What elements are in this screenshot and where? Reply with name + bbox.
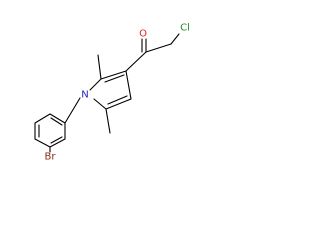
bond-ring-c3-c4 [49, 138, 66, 148]
bond-c5-methyl [105, 108, 111, 134]
bond-c4-c5 [105, 98, 132, 110]
chemical-structure-diagram: Br N O Cl [34, 23, 190, 163]
atom-label-o: O [139, 29, 147, 40]
atom-label-n: N [81, 90, 88, 101]
bond-c3-carbonyl [125, 51, 147, 72]
bond-n-phenyl [64, 97, 81, 124]
bond-c4-c5-inner [107, 95, 128, 105]
bond-ring-c5-c6 [49, 113, 66, 124]
atom-label-br: Br [45, 152, 57, 163]
bond-ring-c2-c3 [34, 138, 51, 148]
bond-ring-c6-c1 [34, 113, 51, 124]
bond-c2-c3-inner [104, 74, 125, 83]
bond-n-c2 [89, 78, 102, 91]
pyrrole-ring [89, 70, 132, 110]
bond-ring-c3-c4-inner [50, 136, 63, 144]
bond-c3-c4 [125, 70, 132, 100]
bond-carbonyl-ch2 [145, 43, 172, 53]
bond-c2-c3 [100, 70, 127, 80]
atom-label-cl: Cl [180, 23, 190, 34]
bond-c5-n [93, 98, 107, 110]
bond-ch2-cl [170, 33, 180, 45]
bond-c2-methyl [97, 54, 102, 80]
bond-ring-c5-c6-inner [50, 117, 63, 126]
bromophenyl-ring [34, 113, 66, 148]
